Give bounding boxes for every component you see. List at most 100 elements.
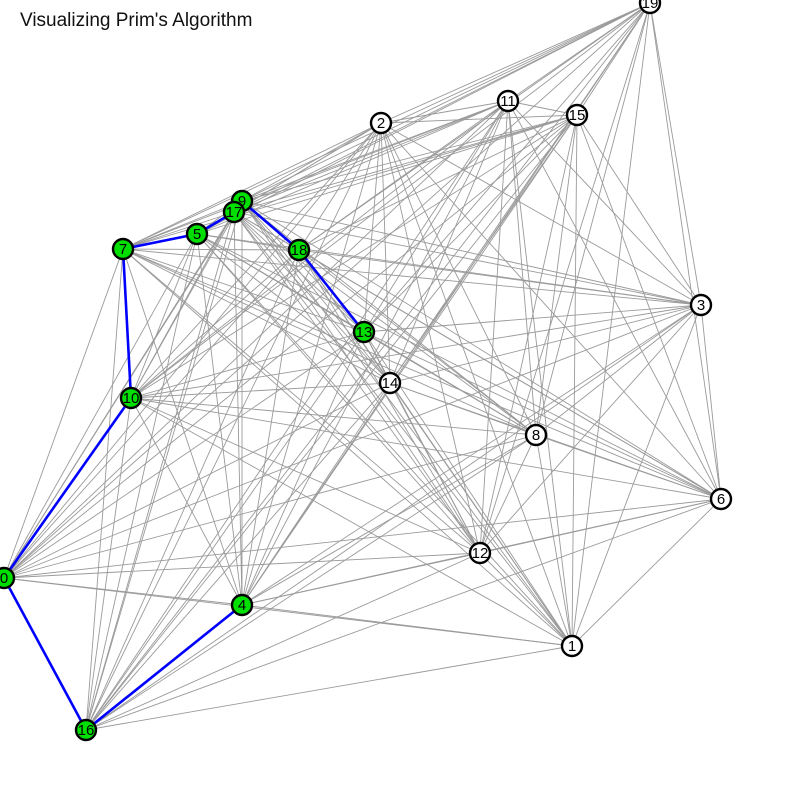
graph-node: 13 — [352, 320, 376, 344]
graph-edge — [233, 211, 481, 554]
graph-edge — [85, 434, 537, 731]
unvisited-node-circle — [709, 487, 733, 511]
graph-node: 14 — [378, 371, 402, 395]
graph-edge — [363, 114, 578, 333]
graph-edge — [122, 122, 382, 250]
graph-edge — [241, 200, 365, 333]
graph-edge — [130, 249, 300, 399]
graph-node: 8 — [524, 423, 548, 447]
graph-edge — [3, 577, 243, 606]
graph-edge — [363, 331, 722, 500]
visited-node-circle — [74, 718, 98, 742]
tree-edges-layer — [2, 200, 366, 732]
graph-edge — [130, 114, 578, 399]
graph-edge — [130, 397, 537, 436]
graph-edge — [85, 397, 132, 731]
node-label: 11 — [500, 93, 516, 110]
node-label: 7 — [119, 241, 127, 258]
graph-edge — [241, 2, 651, 202]
graph-edge — [130, 382, 391, 399]
graph-node: 2 — [369, 111, 393, 135]
graph-edge — [85, 645, 573, 731]
visited-node-circle — [0, 566, 16, 590]
graph-edge — [571, 114, 578, 647]
unvisited-node-circle — [638, 0, 662, 15]
graph-node: 3 — [689, 293, 713, 317]
graph-edge — [241, 122, 382, 202]
visited-node-circle — [287, 238, 311, 262]
graph-edge — [85, 498, 722, 731]
graph-edge — [479, 100, 509, 554]
graph-edge — [507, 100, 578, 116]
visited-node-circle — [230, 593, 254, 617]
graph-node: 18 — [287, 238, 311, 262]
tree-edge — [241, 200, 300, 251]
visited-node-circle — [352, 320, 376, 344]
graph-edge — [122, 100, 509, 250]
tree-edge — [85, 603, 243, 732]
graph-edge — [233, 211, 537, 436]
visited-node-circle — [222, 200, 246, 224]
graph-node: 15 — [565, 103, 589, 127]
graph-edge — [507, 100, 537, 436]
graph-edge — [196, 233, 573, 647]
graph-edge — [380, 122, 722, 500]
visited-node-circle — [111, 237, 135, 261]
graph-edge — [241, 2, 651, 606]
graph-edge — [389, 304, 702, 384]
graph-edge — [479, 552, 573, 647]
graph-edge — [130, 397, 243, 606]
graph-edge — [130, 2, 651, 399]
graph-edge — [241, 200, 722, 500]
graph-edge — [130, 397, 481, 554]
graph-node: 7 — [111, 237, 135, 261]
tree-edge — [121, 248, 133, 399]
graph-edge — [363, 331, 537, 436]
graph-edge — [130, 211, 235, 399]
graph-edge — [233, 211, 365, 333]
graph-edge — [298, 249, 391, 384]
graph-edge — [122, 211, 235, 250]
graph-edge — [241, 100, 509, 202]
graph-edge — [479, 434, 537, 554]
graph-node: 19 — [638, 0, 662, 15]
node-label: 9 — [238, 193, 246, 210]
graph-edge — [3, 233, 198, 579]
graph-node: 0 — [0, 566, 16, 590]
graph-edge — [130, 122, 382, 399]
unvisited-node-circle — [369, 111, 393, 135]
unvisited-node-circle — [378, 371, 402, 395]
node-label: 1 — [568, 638, 576, 655]
graph-edge — [85, 331, 365, 731]
graph-edge — [85, 200, 243, 731]
graph-edge — [298, 249, 722, 500]
graph-edge — [571, 2, 651, 647]
graph-edge — [389, 100, 509, 384]
unvisited-node-circle — [524, 423, 548, 447]
node-label: 16 — [78, 722, 95, 739]
graph-node: 4 — [230, 593, 254, 617]
graph-edge — [535, 114, 578, 436]
node-label: 4 — [238, 597, 246, 614]
node-label: 5 — [193, 226, 201, 243]
graph-edge — [576, 2, 651, 116]
node-label: 2 — [377, 115, 385, 132]
unvisited-node-circle — [468, 541, 492, 565]
graph-edge — [196, 233, 722, 500]
graph-edge — [196, 2, 651, 235]
graph-edge — [298, 2, 651, 251]
graph-edge — [196, 233, 481, 554]
graph-edge — [380, 122, 537, 436]
graph-edge — [535, 304, 702, 436]
graph-edge — [130, 397, 573, 647]
tree-edge — [297, 249, 366, 333]
node-label: 19 — [642, 0, 659, 12]
graph-edge — [85, 233, 198, 731]
graph-edge — [380, 2, 651, 124]
graph-node: 17 — [222, 200, 246, 224]
graph-edge — [241, 200, 537, 436]
graph-edge — [233, 211, 391, 384]
graph-edge — [3, 122, 382, 579]
node-label: 15 — [569, 107, 586, 124]
